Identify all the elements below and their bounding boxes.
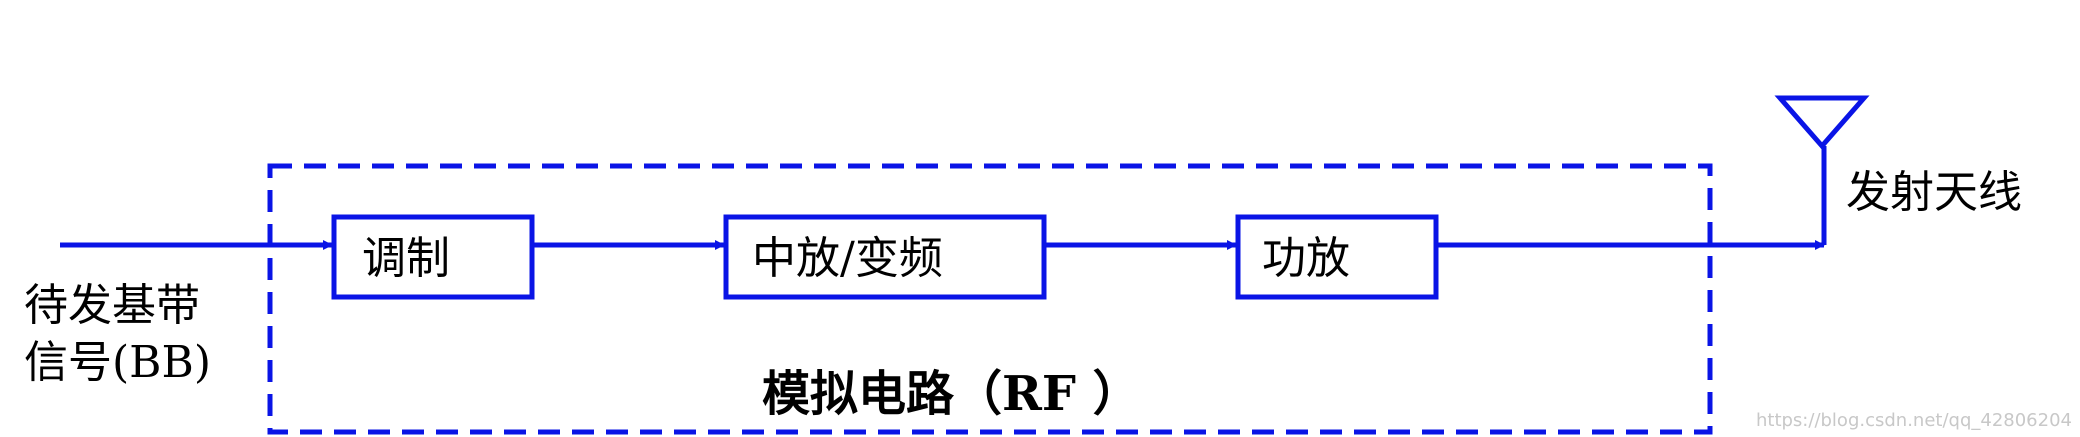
rf-region-border	[267, 163, 1713, 435]
power-amp-block-label: 功放	[1262, 233, 1350, 284]
modulation-block: 调制	[331, 214, 535, 300]
input-signal-label-line2: 信号(BB)	[24, 337, 211, 388]
if-upconvert-block: 中放/变频	[723, 214, 1047, 300]
if-upconvert-block-label: 中放/变频	[752, 233, 943, 284]
power-amp-block: 功放	[1235, 214, 1439, 300]
antenna-icon	[1774, 95, 1870, 245]
watermark: https://blog.csdn.net/qq_42806204	[1756, 410, 2072, 431]
rf-region-label: 模拟电路（RF ）	[762, 366, 1141, 422]
antenna-label: 发射天线	[1846, 167, 2022, 218]
modulation-block-label: 调制	[362, 233, 450, 284]
input-signal-label-line1: 待发基带	[24, 280, 200, 331]
